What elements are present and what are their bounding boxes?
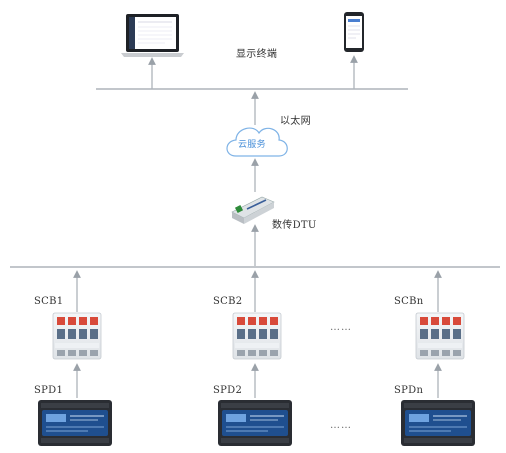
spd1-label: SPD1 xyxy=(34,385,64,396)
laptop-icon xyxy=(121,14,184,57)
spd2-monitor-icon xyxy=(218,400,292,446)
spdn-monitor-icon xyxy=(401,400,475,446)
spdn-label: SPDn xyxy=(394,385,424,396)
scb1-breaker-icon xyxy=(52,312,102,360)
ethernet-label: 以太网 xyxy=(280,116,311,127)
dtu-device-icon xyxy=(231,196,275,224)
scb1-label: SCB1 xyxy=(34,296,64,307)
scbn-label: SCBn xyxy=(394,296,424,307)
scb-ellipsis: …… xyxy=(330,322,352,333)
scbn-breaker-icon xyxy=(415,312,465,360)
spd1-monitor-icon xyxy=(38,400,112,446)
cloud-icon xyxy=(226,127,288,157)
cloud-service-label: 云服务 xyxy=(238,140,266,150)
spd2-label: SPD2 xyxy=(213,385,243,396)
display-terminal-label: 显示终端 xyxy=(236,49,278,60)
scb2-label: SCB2 xyxy=(213,296,243,307)
scb2-breaker-icon xyxy=(232,312,282,360)
phone-icon xyxy=(344,12,364,52)
spd-ellipsis: …… xyxy=(330,420,352,431)
dtu-label: 数传DTU xyxy=(272,220,317,231)
